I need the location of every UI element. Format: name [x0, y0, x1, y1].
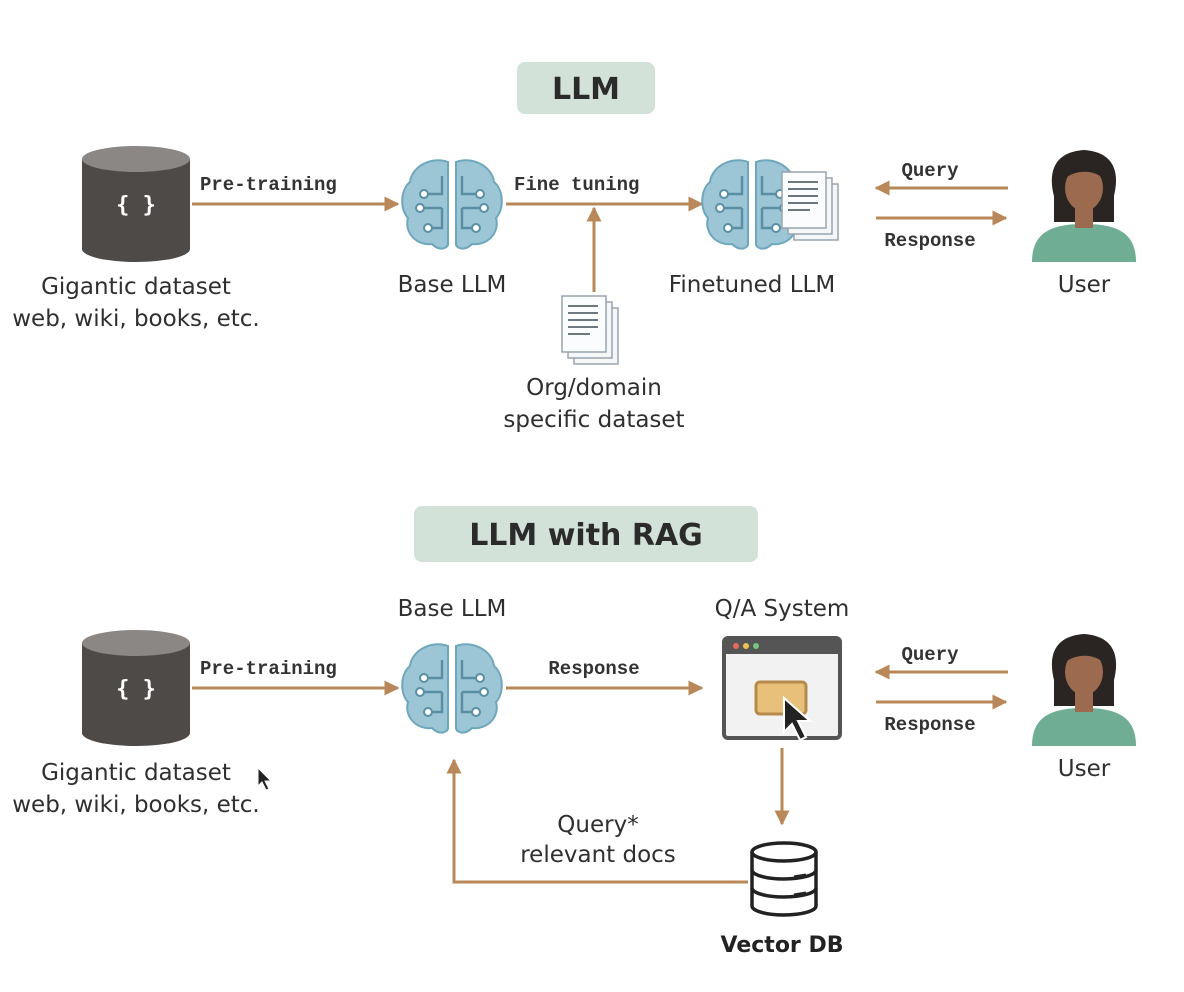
user-label: User — [1058, 272, 1111, 298]
label-response-mid: Response — [548, 658, 639, 680]
code-braces-icon: { } — [116, 193, 156, 218]
database-icon: { } — [82, 630, 190, 746]
title-llm-with-rag: LLM with RAG — [469, 518, 703, 553]
label-query: Query — [901, 644, 959, 666]
base-llm-label: Base LLM — [398, 596, 507, 622]
database-icon: { } — [82, 146, 190, 262]
dataset-label-line1: Gigantic dataset — [41, 760, 231, 786]
vector-db-icon — [750, 841, 818, 917]
dataset-label-line1: Gigantic dataset — [41, 274, 231, 300]
arrow-relevant-docs — [446, 758, 748, 884]
query-docs-line2: relevant docs — [520, 842, 676, 868]
dataset-label-line2: web, wiki, books, etc. — [12, 306, 260, 332]
code-braces-icon: { } — [116, 677, 156, 702]
vector-db-label: Vector DB — [721, 933, 844, 958]
query-docs-line1: Query* — [557, 812, 638, 838]
label-query: Query — [901, 160, 959, 182]
org-label-line1: Org/domain — [526, 375, 662, 401]
document-stack-icon — [561, 295, 619, 365]
user-icon — [1032, 634, 1136, 746]
browser-window-icon — [722, 636, 842, 742]
title-badge-rag — [414, 506, 758, 562]
section-llm: LLM { } Gigantic dataset web, wiki, book… — [12, 62, 1136, 433]
qa-system-label: Q/A System — [715, 596, 850, 622]
label-pretraining: Pre-training — [200, 658, 337, 680]
dataset-label-line2: web, wiki, books, etc. — [12, 792, 260, 818]
brain-icon — [400, 642, 504, 734]
user-label: User — [1058, 756, 1111, 782]
label-fine-tuning: Fine tuning — [514, 174, 639, 196]
title-llm: LLM — [552, 72, 620, 107]
label-response: Response — [884, 230, 975, 252]
brain-icon — [400, 158, 504, 250]
title-badge-llm — [517, 62, 655, 114]
base-llm-label: Base LLM — [398, 272, 507, 298]
label-response: Response — [884, 714, 975, 736]
org-label-line2: specific dataset — [503, 407, 684, 433]
user-icon — [1032, 150, 1136, 262]
mouse-cursor-icon — [257, 766, 273, 791]
section-llm-with-rag: LLM with RAG { } Gigantic dataset web, w… — [12, 506, 1136, 958]
label-pretraining: Pre-training — [200, 174, 337, 196]
document-stack-icon — [781, 171, 839, 241]
finetuned-llm-label: Finetuned LLM — [669, 272, 835, 298]
